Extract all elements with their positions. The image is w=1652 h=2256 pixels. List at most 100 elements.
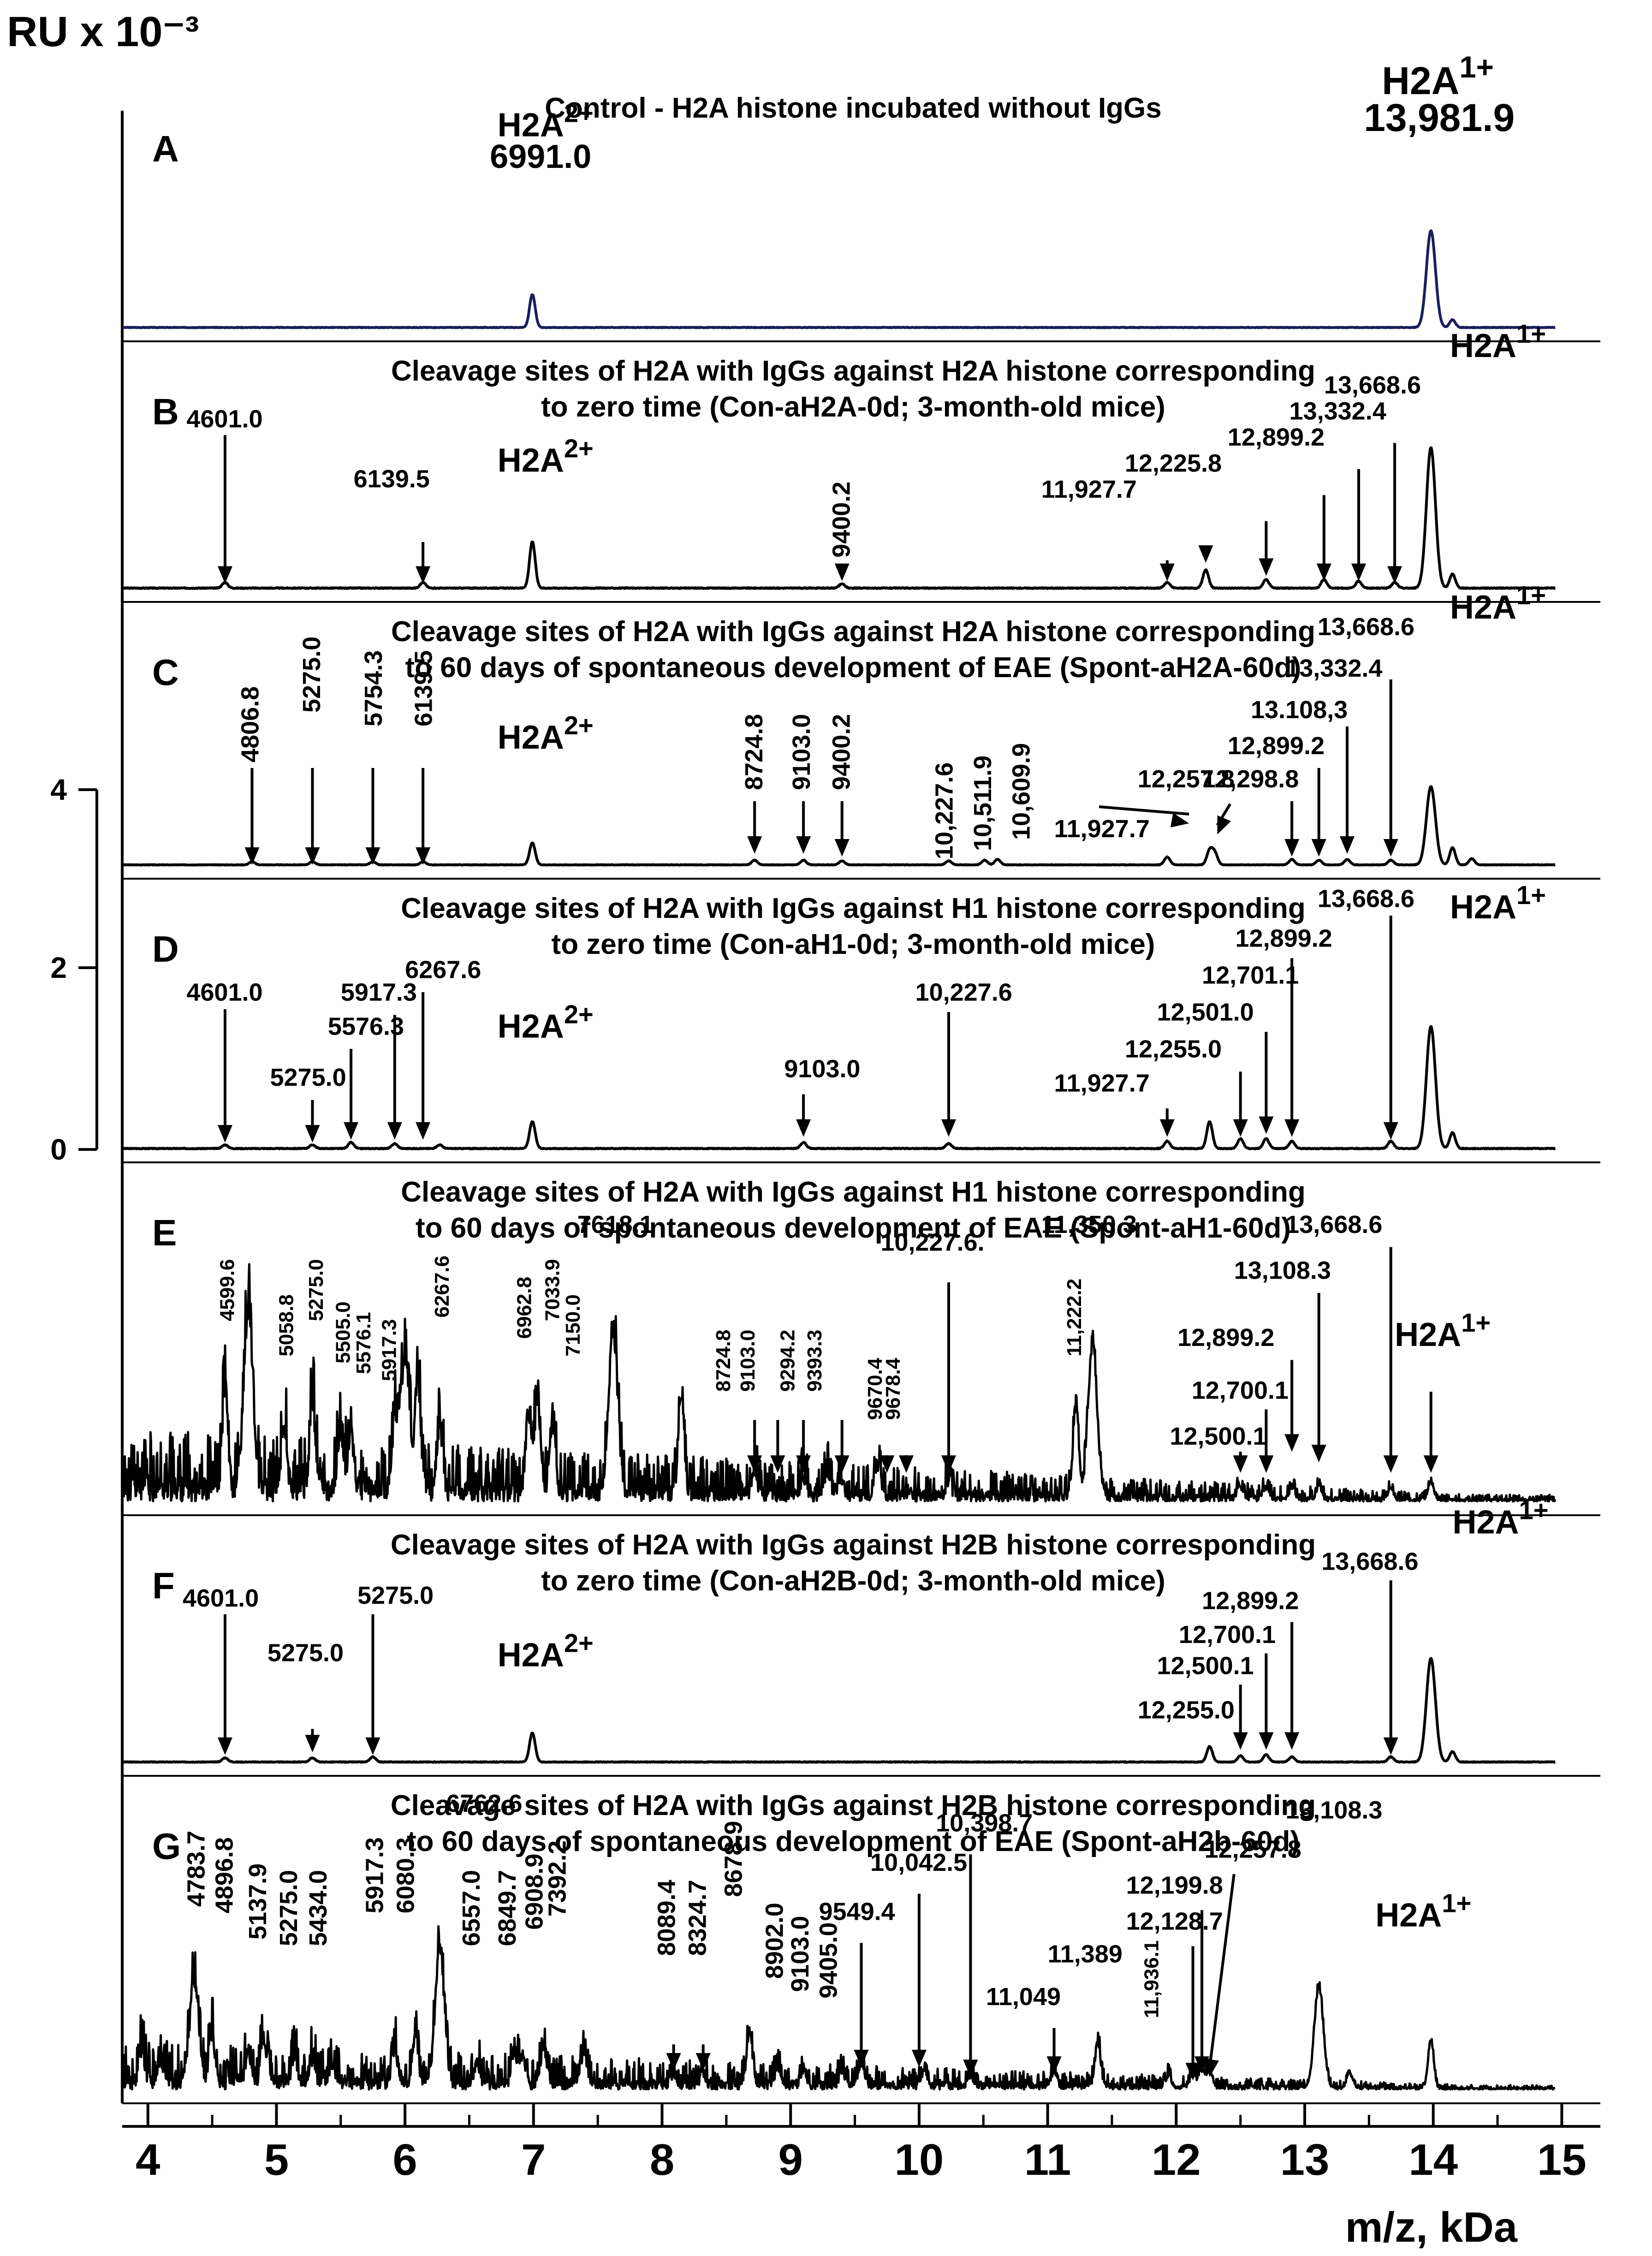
peak-label: 11,936.1 xyxy=(1140,1941,1163,2018)
y-axis-label: RU x 10⁻³ xyxy=(7,8,199,55)
peak-label: 5917.3 xyxy=(378,1319,401,1381)
peak-label: 5137.9 xyxy=(244,1863,272,1940)
peak-label: 10,511.9 xyxy=(969,756,997,851)
panel-title-line: to 60 days of spontaneous development of… xyxy=(405,652,1301,684)
charge-superscript: 2+ xyxy=(564,1628,594,1657)
cleavage-arrowhead xyxy=(1284,839,1300,857)
charge-superscript: 2+ xyxy=(564,1000,594,1029)
peak-label: 5917.3 xyxy=(341,978,417,1006)
peak-label: 10,398.7 xyxy=(936,1810,1033,1837)
x-tick-label: 4 xyxy=(136,2135,160,2185)
cleavage-arrowhead xyxy=(1383,1122,1398,1140)
peak-label: 6139.5 xyxy=(410,650,438,726)
peak-label: 12,899.2 xyxy=(1228,423,1325,451)
cleavage-arrowhead xyxy=(344,1122,359,1140)
x-tick-label: 10 xyxy=(895,2135,944,2185)
scale-bar-tick-label: 4 xyxy=(50,773,67,806)
ion-label: H2A1+ xyxy=(1375,1888,1471,1934)
peak-label: 9678.4 xyxy=(882,1357,904,1420)
peak-label: 12,257.8 xyxy=(1205,1836,1301,1863)
cleavage-arrowhead xyxy=(1339,836,1355,854)
cleavage-arrowhead xyxy=(1383,1737,1398,1755)
panel-title-line: to 60 days of spontaneous development of… xyxy=(416,1212,1291,1244)
panel-label: B xyxy=(152,391,179,432)
cleavage-arrowhead xyxy=(1423,1455,1438,1473)
peak-label: 7618.1 xyxy=(577,1211,654,1238)
x-tick-label: 11 xyxy=(1024,2135,1071,2185)
panel-label: E xyxy=(152,1212,177,1253)
intensity-scale-bar: 024 xyxy=(50,773,98,1166)
charge-superscript: 1+ xyxy=(1516,881,1546,910)
spectrum-trace xyxy=(121,785,1556,867)
peak-label: 13,332.4 xyxy=(1290,398,1386,425)
peak-label: 13,668.6 xyxy=(1324,371,1421,399)
peak-label: 4601.0 xyxy=(183,1584,259,1612)
cleavage-arrowhead xyxy=(217,566,232,584)
peak-label: 11,389 xyxy=(1048,1941,1123,1968)
peak-label: 12,899.2 xyxy=(1228,732,1325,760)
peak-label: 12,500.1 xyxy=(1170,1423,1266,1450)
peak-label: 4601.0 xyxy=(186,405,262,433)
peak-label: 10,227.6 xyxy=(930,762,958,859)
cleavage-arrowhead xyxy=(796,1455,811,1473)
cleavage-arrowhead xyxy=(1198,545,1213,563)
cleavage-arrowhead xyxy=(1233,1732,1248,1750)
cleavage-arrowhead xyxy=(1383,839,1398,857)
peak-label: 10,609.9 xyxy=(1008,743,1035,840)
spectrum-trace xyxy=(121,229,1556,329)
spectrum-trace xyxy=(121,1925,1556,2091)
peak-label: 11,927.7 xyxy=(1054,1069,1150,1097)
panel-title-line: Cleavage sites of H2A with IgGs against … xyxy=(401,893,1305,924)
spectrum-trace xyxy=(121,1657,1556,1764)
peak-label: 5275.0 xyxy=(357,1582,434,1609)
cleavage-arrowhead xyxy=(1159,563,1175,581)
peak-label: 10,227.6 xyxy=(915,978,1012,1006)
panel-title-line: Cleavage sites of H2A with IgGs against … xyxy=(401,1176,1305,1208)
cleavage-arrowhead xyxy=(387,1122,402,1140)
peak-label: 13.108,3 xyxy=(1251,696,1348,724)
ion-label: H2A1+ xyxy=(1382,50,1494,103)
peak-label: 5275.0 xyxy=(267,1639,344,1667)
peak-label: 6962.8 xyxy=(513,1277,535,1339)
peak-label: 12,700.1 xyxy=(1179,1621,1276,1649)
peak-label: 4601.0 xyxy=(186,978,262,1006)
cleavage-arrowhead xyxy=(1233,1455,1248,1473)
panel-title-line: to zero time (Con-aH2B-0d; 3-month-old m… xyxy=(541,1565,1165,1597)
peak-label: 11,049 xyxy=(986,1983,1061,2011)
peak-label: 5434.0 xyxy=(304,1870,332,1946)
peak-label: 6991.0 xyxy=(490,138,591,175)
cleavage-arrowhead xyxy=(941,1455,957,1473)
cleavage-arrowhead xyxy=(305,1125,320,1143)
x-tick-label: 6 xyxy=(392,2135,417,2185)
peak-label: 12,298.8 xyxy=(1202,765,1299,793)
peak-label: 5058.8 xyxy=(275,1294,298,1357)
x-tick-label: 9 xyxy=(778,2135,803,2185)
cleavage-arrowhead xyxy=(1284,1434,1300,1452)
peak-label: 13,981.9 xyxy=(1364,96,1515,139)
cleavage-arrowhead xyxy=(1185,2063,1200,2081)
peak-label: 4783.7 xyxy=(182,1831,210,1907)
cleavage-arrowhead xyxy=(217,1737,232,1755)
peak-label: 13,108.3 xyxy=(1285,1796,1382,1824)
panel-title-line: to zero time (Con-aH2A-0d; 3-month-old m… xyxy=(541,391,1165,423)
peak-label: 13,668.6 xyxy=(1318,613,1414,641)
peak-label: 7150.0 xyxy=(562,1294,584,1357)
panel-label: C xyxy=(152,652,179,693)
peak-label: 13,668.6 xyxy=(1285,1211,1382,1238)
peak-label: 6139.5 xyxy=(354,465,430,493)
cleavage-arrowhead xyxy=(796,1119,811,1137)
cleavage-arrowhead xyxy=(1233,1119,1248,1137)
peak-label: 9400.2 xyxy=(827,482,855,558)
ion-label: H2A2+ xyxy=(498,1628,594,1674)
peak-label: 13,668.6 xyxy=(1321,1548,1418,1576)
cleavage-arrowhead xyxy=(365,847,380,865)
peak-label: 4806.8 xyxy=(236,686,264,762)
peak-label: 9103.0 xyxy=(788,714,815,790)
ion-label: H2A2+ xyxy=(498,1000,594,1045)
spectrum-trace xyxy=(121,1263,1557,1503)
x-tick-label: 15 xyxy=(1537,2135,1587,2185)
